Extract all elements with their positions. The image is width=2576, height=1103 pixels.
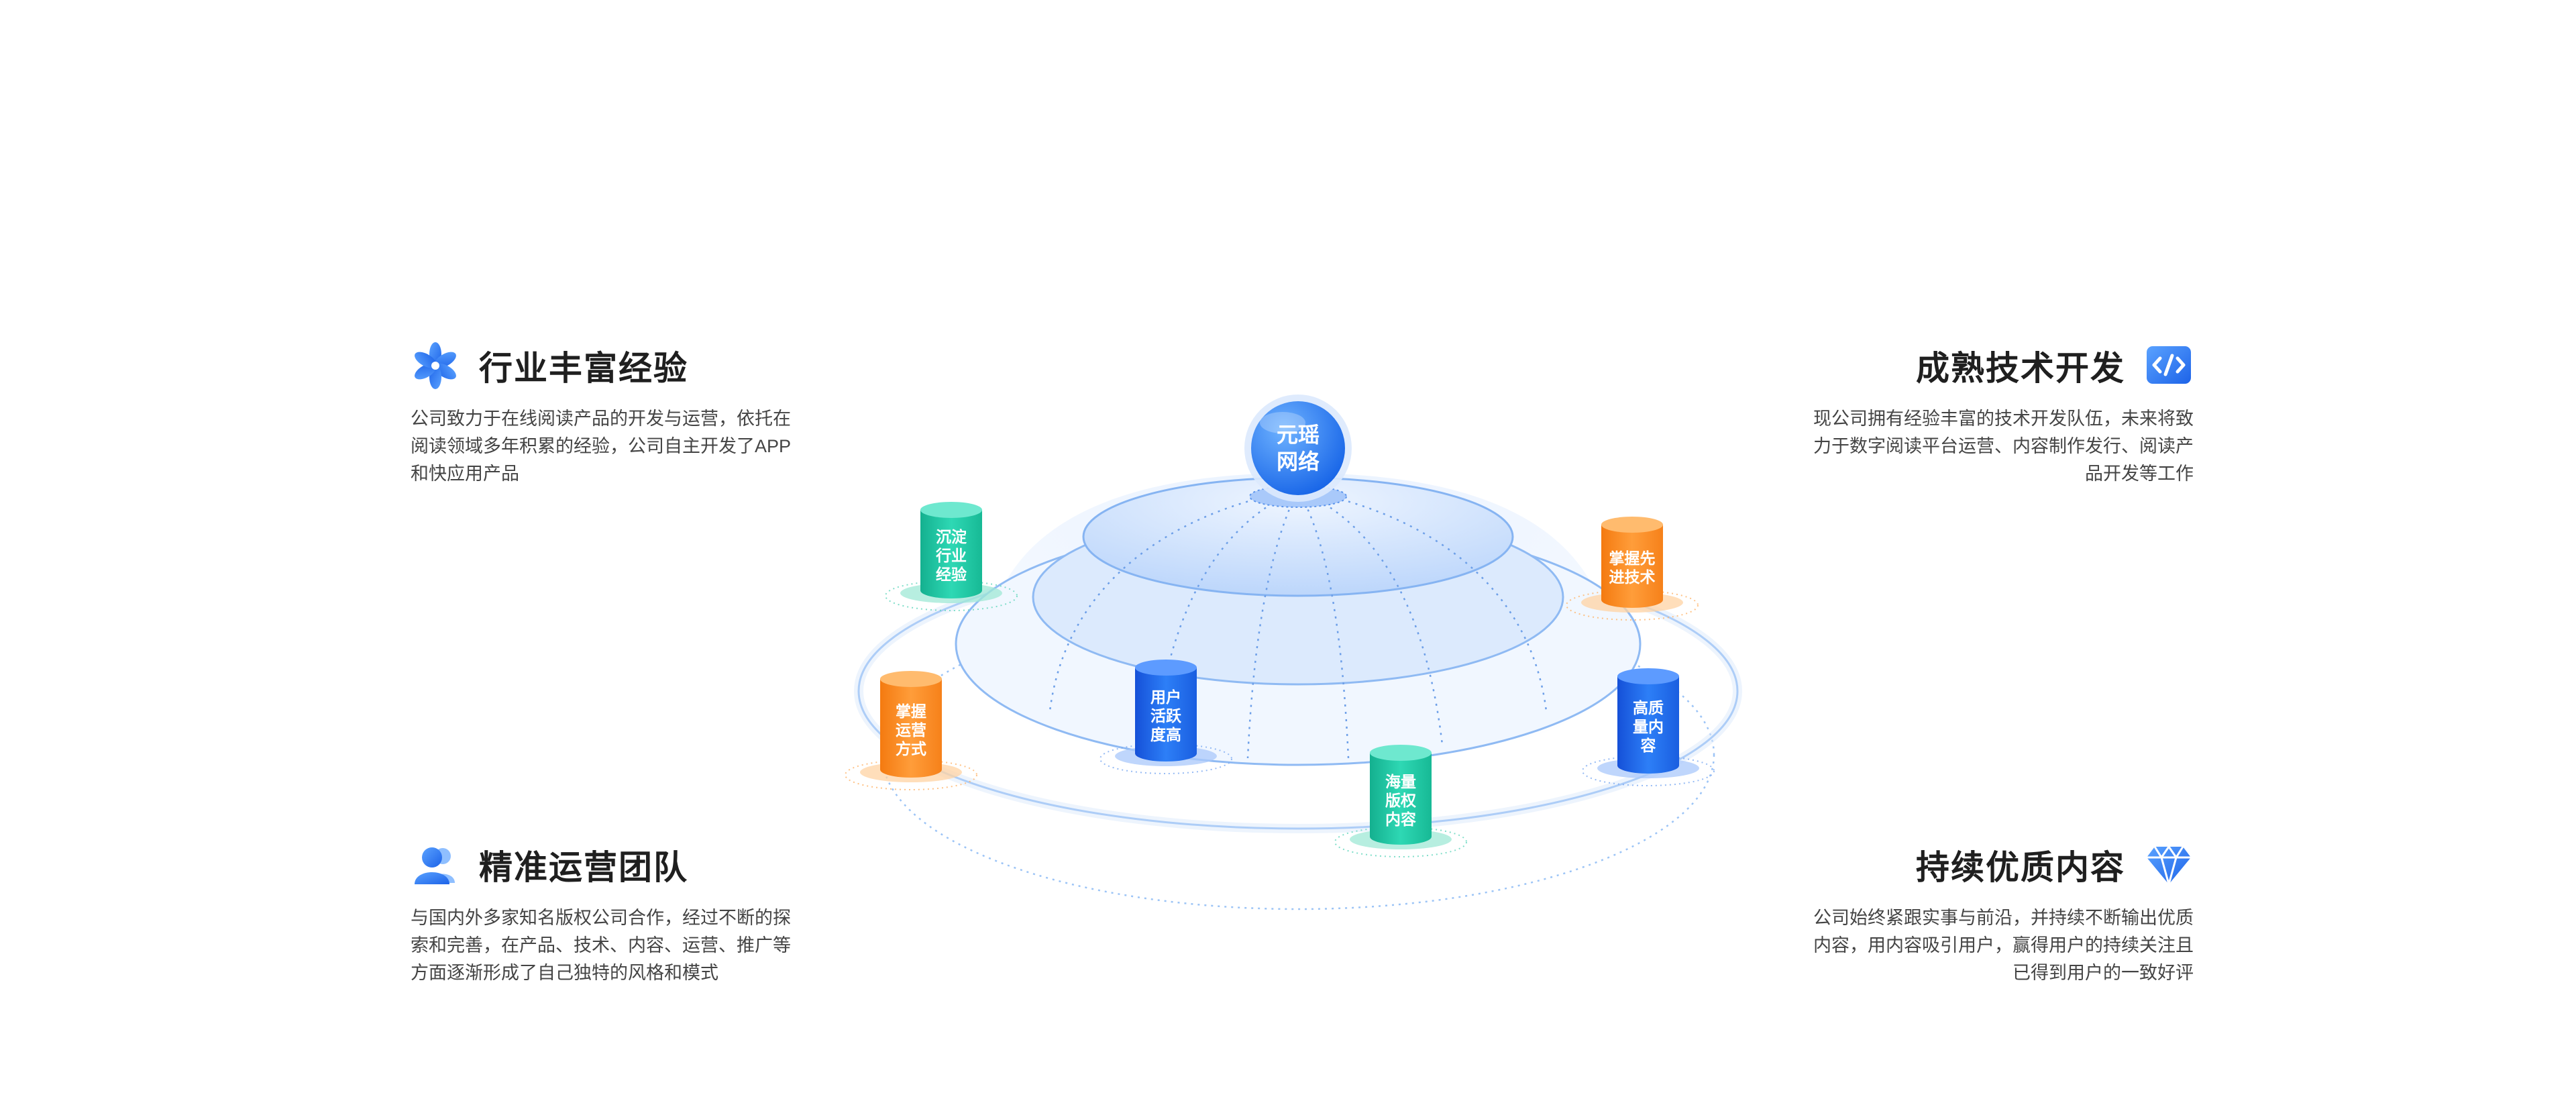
cylinder-label: 海量版权内容: [1385, 772, 1416, 828]
feature-title: 精准运营团队: [479, 849, 688, 886]
cylinder-label: 沉淀行业经验: [936, 528, 967, 583]
feature-description: 公司始终紧跟实事与前沿，并持续不断输出优质 内容，用内容吸引用户，赢得用户的持续…: [1813, 908, 2194, 983]
feature-description: 现公司拥有经验丰富的技术开发队伍，未来将致 力于数字阅读平台运营、内容制作发行、…: [1813, 409, 2194, 484]
outer-ring: [881, 599, 1715, 910]
diamond-icon: [2147, 845, 2191, 886]
feature-description: 公司致力于在线阅读产品的开发与运营，依托在 阅读领域多年积累的经验，公司自主开发…: [411, 409, 792, 484]
feature-title: 行业丰富经验: [479, 350, 688, 387]
feature-industry-experience: 行业丰富经验 公司致力于在线阅读产品的开发与运营，依托在 阅读领域多年积累的经验…: [411, 335, 840, 488]
cylinder-2: [1566, 517, 1699, 621]
feature-mature-tech: 成熟技术开发 现公司拥有经验丰富的技术开发队伍，未来将致 力于数字阅读平台运营、…: [1764, 335, 2194, 488]
feature-quality-content: 持续优质内容 公司始终紧跟实事与前沿，并持续不断输出优质 内容，用内容吸引用户，…: [1764, 835, 2194, 987]
cylinder-label: 高质量内容: [1633, 698, 1664, 754]
cylinder-label: 掌握运营方式: [896, 702, 926, 757]
cylinder-label: 用户活跃度高: [1150, 688, 1181, 743]
cylinder-4: [1099, 660, 1232, 774]
code-icon: [2147, 346, 2191, 384]
feature-title: 持续优质内容: [1916, 849, 2125, 886]
cylinder-5: [1334, 745, 1467, 857]
cylinder-6: [1582, 668, 1715, 786]
cylinder-label: 掌握先进技术: [1609, 549, 1656, 586]
center-ball: [1251, 401, 1345, 495]
flower-icon: [415, 342, 456, 389]
cylinder-1: [885, 502, 1018, 611]
center-label: 元瑶 网络: [1276, 423, 1320, 474]
feature-title: 成熟技术开发: [1916, 350, 2125, 387]
team-icon: [415, 847, 455, 884]
feature-operations-team: 精准运营团队 与国内外多家知名版权公司合作，经过不断的探 索和完善，在产品、技术…: [411, 835, 840, 987]
cylinder-3: [845, 671, 977, 790]
feature-description: 与国内外多家知名版权公司合作，经过不断的探 索和完善，在产品、技术、内容、运营、…: [411, 908, 791, 983]
